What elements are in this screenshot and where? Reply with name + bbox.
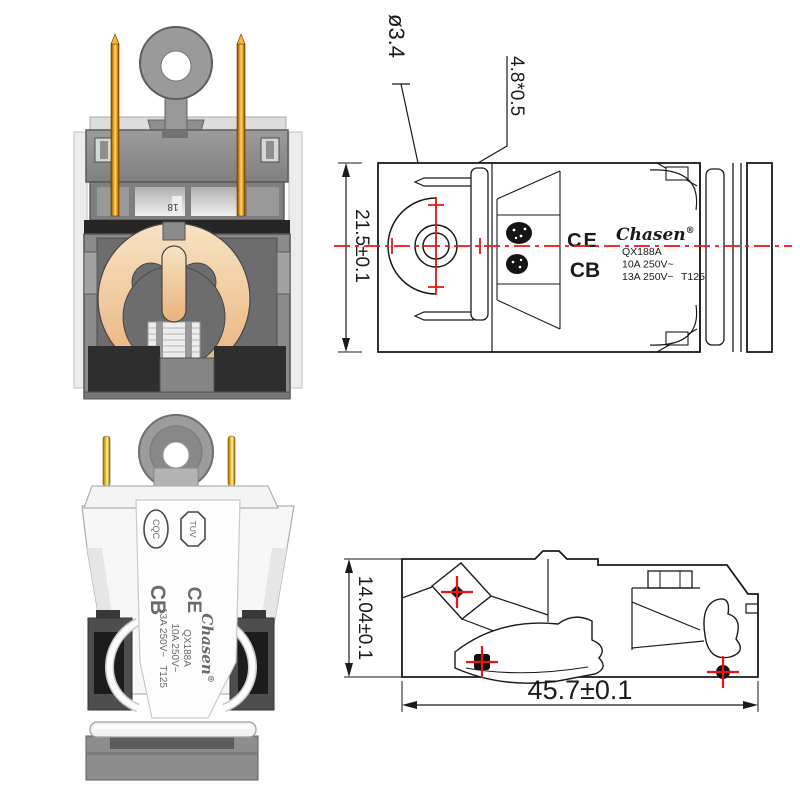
mounting-lug (138, 414, 214, 490)
lug-hole (162, 441, 190, 469)
bottom-bar (89, 721, 257, 738)
terminal-pins (102, 435, 236, 487)
temp-rating: T125 (681, 271, 705, 283)
terminal-leader (465, 56, 508, 171)
label-plate (135, 499, 241, 719)
base-blocks (83, 346, 291, 400)
model-number: QX188A (622, 246, 662, 258)
svg-text:TUV: TUV (188, 521, 198, 538)
terminal-size-label: 4.8*0.5 (506, 56, 527, 116)
svg-text:13A 250V~T125: 13A 250V~T125 (157, 608, 168, 688)
target-marker-2 (466, 646, 498, 678)
terminal-pin-top (413, 177, 474, 187)
svg-text:Chasen®: Chasen® (198, 613, 216, 682)
window-row (89, 181, 285, 221)
width-dimension: 45.7±0.1 (528, 675, 633, 705)
mechanism-outline (454, 616, 604, 684)
latch-claw (703, 598, 742, 659)
mounting-lug (139, 26, 213, 143)
lug-hole (160, 50, 192, 82)
body-outline (377, 162, 773, 353)
render-white-unit: CQC TUV CB CE Chasen® QX188A 10A 250V~ 1… (81, 414, 295, 781)
terminal-pin-bottom (413, 311, 474, 321)
rating-line1: 10A 250V~ (622, 259, 674, 271)
dim-arrow-down (342, 338, 350, 352)
svg-text:QX188A: QX188A (181, 629, 192, 667)
dim-arrow-up (342, 163, 350, 177)
cqc-logo-icon: CQC (143, 509, 169, 549)
tuv-stamp-icon (506, 254, 528, 274)
ce-mark: CE (183, 587, 204, 613)
bimetal-disc (97, 221, 251, 376)
height-dimension: 21.5±0.1 (351, 209, 372, 283)
render-grey-unit: 18 (73, 26, 303, 400)
side-tabs (83, 251, 291, 295)
drawing-side-view: 14.04±0.1 45.7±0.1 (344, 550, 759, 712)
mold-marking: 18 (167, 201, 179, 212)
cqc-stamp-icon (506, 222, 532, 244)
side-strips (73, 131, 303, 389)
height-dimension: 14.04±0.1 (354, 576, 375, 660)
drawing-top-view: 21.5±0.1 ø3.4 4.8*0.5 CE CB (334, 14, 792, 353)
brand-logo: Chasen® (616, 225, 695, 245)
label-text: Chasen® QX188A 10A 250V~ 13A 250V~T125 (157, 608, 216, 688)
hole-diameter-label: ø3.4 (384, 14, 409, 58)
rating-line2: 13A 250V~ (622, 271, 674, 283)
svg-text:CQC: CQC (151, 519, 161, 540)
body-outline (401, 550, 759, 684)
target-marker-3 (707, 656, 739, 688)
ce-mark: CE (567, 230, 599, 252)
base (85, 735, 259, 781)
cb-mark: CB (146, 585, 169, 615)
target-marker-1 (441, 576, 473, 608)
terminal-pins (110, 33, 246, 217)
tuv-logo-icon: TUV (180, 511, 206, 547)
svg-text:10A 250V~: 10A 250V~ (169, 623, 180, 672)
cb-mark: CB (570, 259, 600, 282)
